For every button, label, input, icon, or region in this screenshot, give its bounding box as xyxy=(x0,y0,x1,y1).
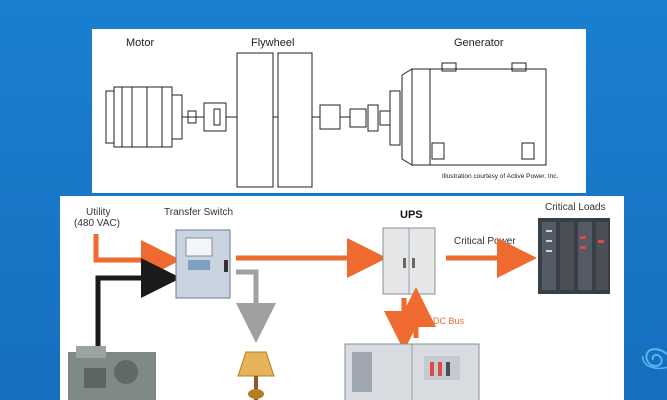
flywheel-drawing xyxy=(236,52,320,188)
decorative-swirl-icon xyxy=(642,348,667,370)
transfer-switch-label: Transfer Switch xyxy=(164,207,233,218)
utility-arrow xyxy=(93,234,181,280)
ups-cabinet xyxy=(382,227,436,295)
flywheel-diagram-panel: Motor Flywheel Generator xyxy=(92,29,586,193)
flywheel-cabinet xyxy=(344,343,480,400)
utility-voltage-label: (480 VAC) xyxy=(74,218,120,229)
motor-label: Motor xyxy=(126,37,154,49)
coupling-drawing xyxy=(319,104,391,132)
flywheel-label: Flywheel xyxy=(251,37,294,49)
power-flow-diagram: Utility (480 VAC) Transfer Switch UPS Cr… xyxy=(68,202,610,400)
flywheel-diagram: Motor Flywheel Generator xyxy=(105,37,559,188)
ups-label: UPS xyxy=(400,209,423,221)
power-flow-panel: Utility (480 VAC) Transfer Switch UPS Cr… xyxy=(60,196,624,400)
motor-drawing xyxy=(105,86,237,148)
critical-loads-label: Critical Loads xyxy=(545,202,606,213)
generator-drawing xyxy=(389,62,547,166)
generator-arrow xyxy=(95,258,181,346)
critical-loads-racks xyxy=(538,218,610,294)
generator-label: Generator xyxy=(454,37,504,49)
bypass-arrow xyxy=(236,269,276,343)
transfer-switch xyxy=(175,229,231,299)
utility-label: Utility xyxy=(86,207,110,218)
diesel-generator xyxy=(68,346,156,400)
critical-power-label: Critical Power xyxy=(454,236,516,247)
illustration-credit: Illustration courtesy of Active Power, I… xyxy=(442,173,559,180)
lamp xyxy=(237,351,275,400)
dc-bus-label: DC Bus xyxy=(433,316,465,326)
